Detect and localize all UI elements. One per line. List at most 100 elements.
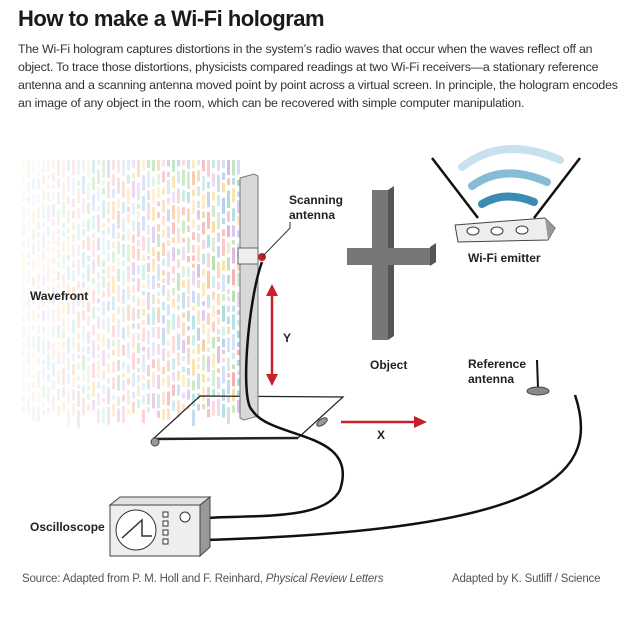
wavefront-stripe <box>157 394 160 409</box>
wavefront-stripe <box>77 332 80 340</box>
wavefront-stripe <box>197 357 200 362</box>
wavefront-stripe <box>42 366 45 380</box>
wavefront-stripe <box>232 225 235 237</box>
wavefront-stripe <box>132 234 135 244</box>
wavefront-stripe <box>62 329 65 339</box>
wavefront-stripe <box>97 254 100 267</box>
wavefront-stripe <box>217 293 220 306</box>
wavefront-stripe <box>27 270 30 284</box>
wavefront-stripe <box>52 309 55 324</box>
wavefront-stripe <box>102 269 105 274</box>
wavefront-stripe <box>72 160 75 176</box>
wavefront-stripe <box>67 409 70 427</box>
wavefront-stripe <box>227 190 230 208</box>
wavefront-stripe <box>157 326 160 339</box>
wavefront-stripe <box>152 393 155 409</box>
wavefront-stripe <box>177 333 180 351</box>
wavefront-stripe <box>52 278 55 283</box>
wavefront-stripe <box>62 202 65 218</box>
wavefront-stripe <box>77 384 80 389</box>
wavefront-stripe <box>52 191 55 200</box>
wavefront-stripe <box>22 160 25 171</box>
wavefront-stripe <box>202 240 205 249</box>
wavefront-stripe <box>197 393 200 400</box>
wavefront-stripe <box>222 172 225 180</box>
wavefront-stripe <box>182 220 185 234</box>
wavefront-stripe <box>62 182 65 200</box>
wavefront-stripe <box>122 379 125 391</box>
wavefront-stripe <box>137 278 140 292</box>
wavefront-stripe <box>137 248 140 261</box>
wavefront-stripe <box>37 232 40 238</box>
wavefront-stripe <box>72 234 75 242</box>
wavefront-stripe <box>42 338 45 355</box>
wavefront-stripe <box>172 371 175 382</box>
wavefront-stripe <box>142 195 145 211</box>
wavefront-stripe <box>167 408 170 420</box>
wavefront-stripe <box>142 175 145 191</box>
wavefront-stripe <box>42 326 45 333</box>
wavefront-stripe <box>182 403 185 411</box>
wavefront-stripe <box>142 320 145 326</box>
wavefront-stripe <box>22 223 25 237</box>
wavefront-stripe <box>197 343 200 355</box>
wavefront-stripe <box>37 391 40 403</box>
wavefront-stripe <box>37 335 40 353</box>
wavefront-stripe <box>177 272 180 291</box>
wavefront-stripe <box>77 311 80 328</box>
wavefront-stripe <box>52 246 55 255</box>
wavefront-stripe <box>42 310 45 321</box>
wavefront-stripe <box>47 160 50 172</box>
source-journal: Physical Review Letters <box>265 573 384 585</box>
wavefront-stripe <box>177 384 180 396</box>
wavefront-stripe <box>112 340 115 347</box>
wavefront-stripe <box>217 232 220 243</box>
wavefront-stripe <box>52 326 55 338</box>
wavefront-stripe <box>177 305 180 310</box>
wavefront-stripe <box>37 220 40 231</box>
wavefront-stripe <box>127 160 130 171</box>
wavefront-stripe <box>172 205 175 220</box>
wavefront-stripe <box>217 398 220 416</box>
wavefront-stripe <box>232 290 235 302</box>
wavefront-stripe <box>222 349 225 355</box>
wavefront-stripe <box>27 326 30 332</box>
wavefront-stripe <box>107 387 110 405</box>
wavefront-stripe <box>47 340 50 351</box>
wavefront-stripe <box>62 274 65 288</box>
wavefront-stripe <box>42 274 45 287</box>
wavefront-stripe <box>107 406 110 425</box>
wavefront-stripe <box>27 238 30 249</box>
wavefront-stripe <box>237 262 240 271</box>
wavefront-stripe <box>67 336 70 354</box>
wavefront-stripe <box>67 196 70 205</box>
wavefront-stripe <box>22 359 25 378</box>
wavefront-stripe <box>132 277 135 282</box>
antenna-mount <box>237 247 259 265</box>
wavefront-stripe <box>57 261 60 268</box>
wavefront-stripe <box>57 249 60 259</box>
wavefront-stripe <box>207 191 210 208</box>
wavefront-stripe <box>92 290 95 304</box>
wavefront-stripe <box>142 160 145 171</box>
wavefront-stripe <box>222 182 225 193</box>
wavefront-stripe <box>62 401 65 412</box>
wavefront-stripe <box>32 178 35 189</box>
wavefront-stripe <box>22 283 25 296</box>
wavefront-stripe <box>192 171 195 185</box>
wavefront-stripe <box>97 409 100 424</box>
wavefront-stripe <box>232 352 235 360</box>
wavefront-stripe <box>27 219 30 233</box>
wavefront-stripe <box>197 210 200 220</box>
label-scanning-antenna: antenna <box>289 208 335 222</box>
wavefront-stripe <box>227 396 230 403</box>
wavefront-stripe <box>77 160 80 176</box>
wavefront-stripe <box>177 160 180 167</box>
wavefront-stripe <box>187 389 190 400</box>
wavefront-stripe <box>157 410 160 418</box>
wavefront-stripe <box>237 378 240 386</box>
wavefront-stripe <box>52 256 55 265</box>
wavefront-stripe <box>222 403 225 418</box>
wavefront-stripe <box>57 236 60 248</box>
wavefront-stripe <box>107 353 110 359</box>
